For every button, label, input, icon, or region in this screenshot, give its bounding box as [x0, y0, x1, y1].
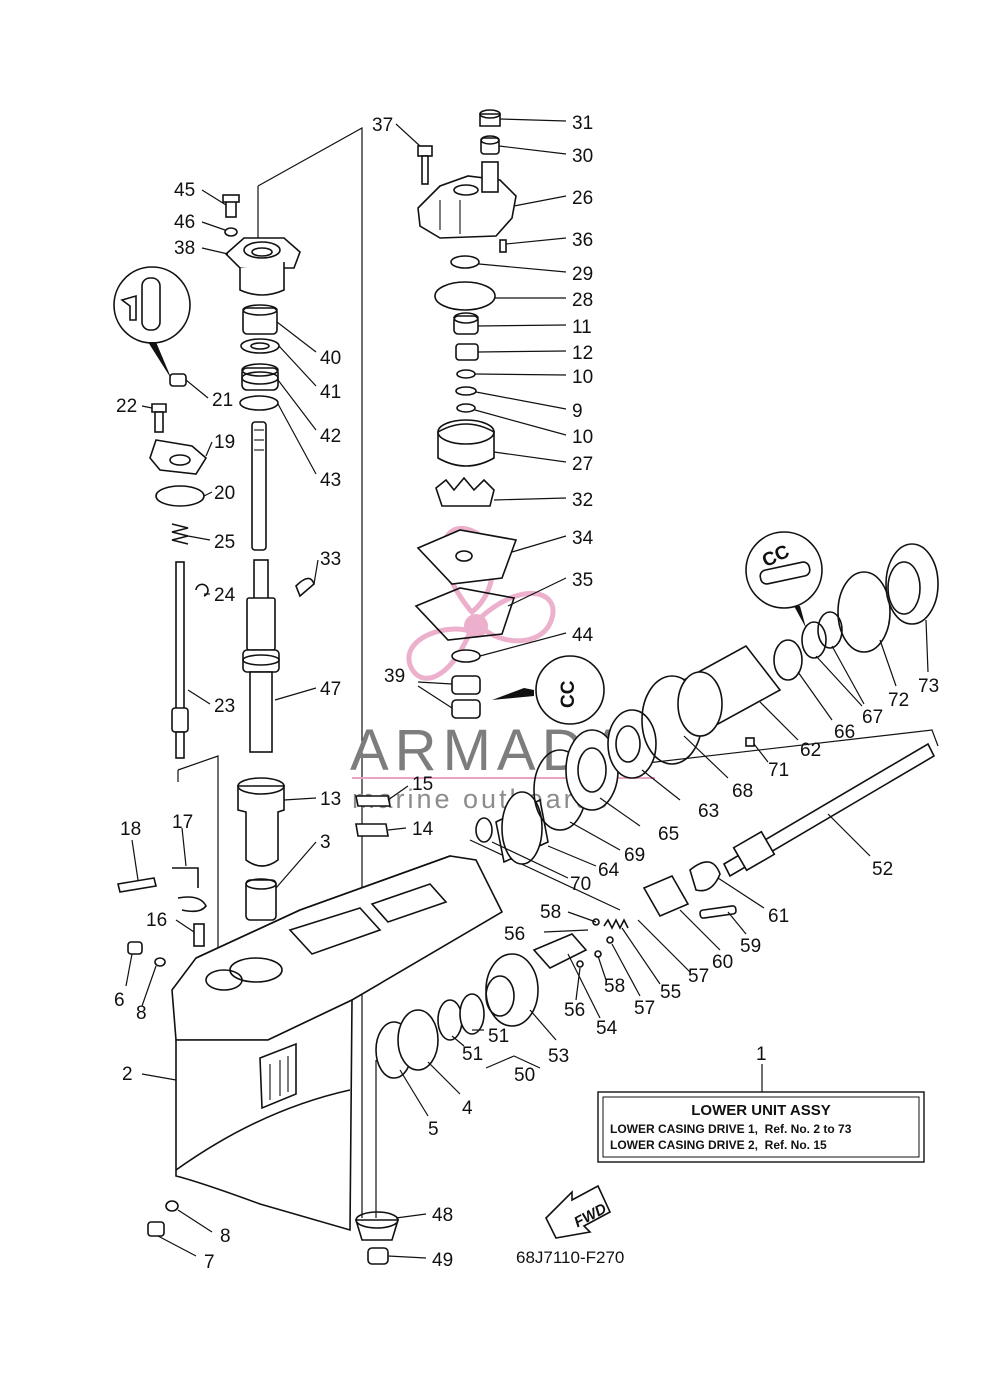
callout-2: 2 — [122, 1064, 133, 1085]
shift-rod-parts — [113, 266, 209, 759]
callout-22: 22 — [116, 396, 137, 417]
callout-73: 73 — [918, 676, 939, 697]
callout-8-upper: 8 — [136, 1003, 147, 1024]
callout-46: 46 — [174, 212, 195, 233]
info-box-ref: 1 — [756, 1044, 767, 1065]
callout-13: 13 — [320, 789, 341, 810]
callout-17: 17 — [172, 812, 193, 833]
callout-53: 53 — [548, 1046, 569, 1067]
callout-25: 25 — [214, 532, 235, 553]
callout-labels: 37 31 30 26 36 29 28 11 12 10 9 10 27 32… — [114, 113, 939, 1273]
callout-14: 14 — [412, 819, 434, 840]
callout-35: 35 — [572, 570, 593, 591]
watermark-propeller-logo — [406, 526, 556, 681]
callout-65: 65 — [658, 824, 679, 845]
gearcase-internals: CC — [354, 531, 939, 1265]
callout-57-upper: 57 — [688, 966, 709, 987]
callout-56-upper: 56 — [504, 924, 525, 945]
callout-16: 16 — [146, 910, 167, 931]
callout-70: 70 — [570, 874, 591, 895]
callout-47: 47 — [320, 679, 341, 700]
callout-11: 11 — [572, 317, 592, 338]
callout-15: 15 — [412, 774, 433, 795]
callout-43: 43 — [320, 470, 341, 491]
info-box-title: LOWER UNIT ASSY — [691, 1102, 830, 1119]
callout-63: 63 — [698, 801, 719, 822]
callout-38: 38 — [174, 238, 195, 259]
callout-58-lower: 58 — [604, 976, 625, 997]
callout-71: 71 — [768, 760, 789, 781]
callout-4: 4 — [462, 1098, 473, 1119]
callout-34: 34 — [572, 528, 594, 549]
callout-72: 72 — [888, 690, 909, 711]
callout-66: 66 — [834, 722, 855, 743]
callout-10-lower: 10 — [572, 427, 593, 448]
callout-30: 30 — [572, 146, 593, 167]
callout-19: 19 — [214, 432, 235, 453]
callout-28: 28 — [572, 290, 593, 311]
callout-62: 62 — [800, 740, 821, 761]
callout-36: 36 — [572, 230, 593, 251]
callout-6: 6 — [114, 990, 125, 1011]
callout-44: 44 — [572, 625, 594, 646]
callout-42: 42 — [320, 426, 341, 447]
callout-68: 68 — [732, 781, 753, 802]
leader-lines — [125, 118, 929, 1259]
callout-51-right: 51 — [488, 1026, 509, 1047]
callout-5: 5 — [428, 1119, 439, 1140]
callout-59: 59 — [740, 936, 761, 957]
watermark: ARMADA marine outboards — [350, 526, 655, 814]
callout-40: 40 — [320, 348, 341, 369]
watermark-tagline: marine outboards — [352, 784, 610, 814]
drive-shaft-parts — [222, 194, 301, 921]
callout-21: 21 — [212, 390, 233, 411]
callout-60: 60 — [712, 952, 733, 973]
callout-67: 67 — [862, 707, 883, 728]
callout-51-left: 51 — [462, 1044, 483, 1065]
info-box-line-1: LOWER CASING DRIVE 1, Ref. No. 2 to 73 — [610, 1122, 852, 1136]
callout-26: 26 — [572, 188, 593, 209]
callout-50: 50 — [514, 1065, 535, 1086]
callout-45: 45 — [174, 180, 195, 201]
lower-casing — [117, 855, 504, 1237]
callout-3: 3 — [320, 832, 331, 853]
svg-text:CC: CC — [558, 680, 579, 708]
water-pump-parts: CC — [295, 109, 605, 837]
callout-61: 61 — [768, 906, 789, 927]
callout-31: 31 — [572, 113, 593, 134]
callout-18: 18 — [120, 819, 141, 840]
callout-20: 20 — [214, 483, 235, 504]
callout-58-upper: 58 — [540, 902, 561, 923]
callout-9: 9 — [572, 401, 583, 422]
lower-unit-info-box: 1 LOWER UNIT ASSY LOWER CASING DRIVE 1, … — [597, 1044, 925, 1163]
callout-55: 55 — [660, 982, 681, 1003]
callout-54: 54 — [596, 1018, 618, 1039]
callout-39: 39 — [384, 666, 405, 687]
callout-69: 69 — [624, 845, 645, 866]
callout-27: 27 — [572, 454, 593, 475]
bracket-lines — [177, 126, 939, 1218]
callout-8-lower: 8 — [220, 1226, 231, 1247]
callout-29: 29 — [572, 264, 593, 285]
callout-10-upper: 10 — [572, 367, 593, 388]
callout-12: 12 — [572, 343, 593, 364]
callout-56-lower: 56 — [564, 1000, 585, 1021]
callout-32: 32 — [572, 490, 593, 511]
callout-64: 64 — [598, 860, 620, 881]
callout-48: 48 — [432, 1205, 453, 1226]
callout-23: 23 — [214, 696, 235, 717]
diagram-code: 68J7110-F270 — [516, 1248, 624, 1267]
callout-52: 52 — [872, 859, 893, 880]
callout-24: 24 — [214, 585, 236, 606]
callout-37: 37 — [372, 115, 393, 136]
callout-7: 7 — [204, 1252, 215, 1273]
callout-33: 33 — [320, 549, 341, 570]
info-box-line-2: LOWER CASING DRIVE 2, Ref. No. 15 — [610, 1138, 827, 1152]
callout-41: 41 — [320, 382, 341, 403]
callout-57-lower: 57 — [634, 998, 655, 1019]
callout-49: 49 — [432, 1250, 453, 1271]
fwd-arrow: FWD — [545, 1184, 612, 1239]
